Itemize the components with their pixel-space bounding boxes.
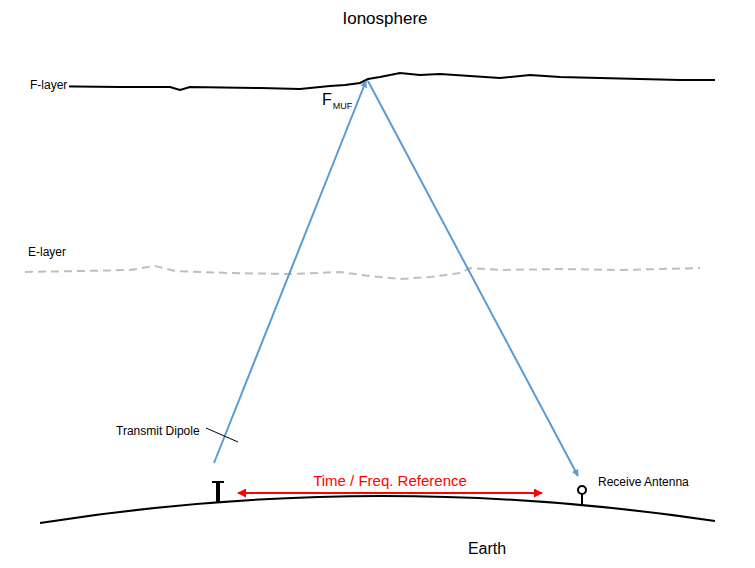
layer-label: F-layer bbox=[28, 79, 69, 93]
layer-label: E-layer bbox=[28, 246, 66, 260]
earth-surface bbox=[40, 496, 715, 523]
upgoing-ray bbox=[214, 81, 366, 463]
reference-arrow bbox=[238, 492, 542, 494]
reference-label: Time / Freq. Reference bbox=[313, 472, 467, 489]
downgoing-ray bbox=[368, 81, 578, 476]
frequency-subscript: MUF bbox=[333, 101, 353, 111]
e-layer-line bbox=[25, 266, 700, 279]
ionosphere-label: Ionosphere bbox=[342, 9, 427, 29]
receive-antenna-symbol bbox=[578, 486, 586, 505]
frequency-label: F bbox=[322, 91, 332, 109]
antenna-label: Transmit Dipole bbox=[116, 425, 200, 439]
dipole-symbol bbox=[206, 428, 238, 503]
earth-label: Earth bbox=[468, 540, 506, 558]
antenna-label: Receive Antenna bbox=[598, 476, 689, 490]
